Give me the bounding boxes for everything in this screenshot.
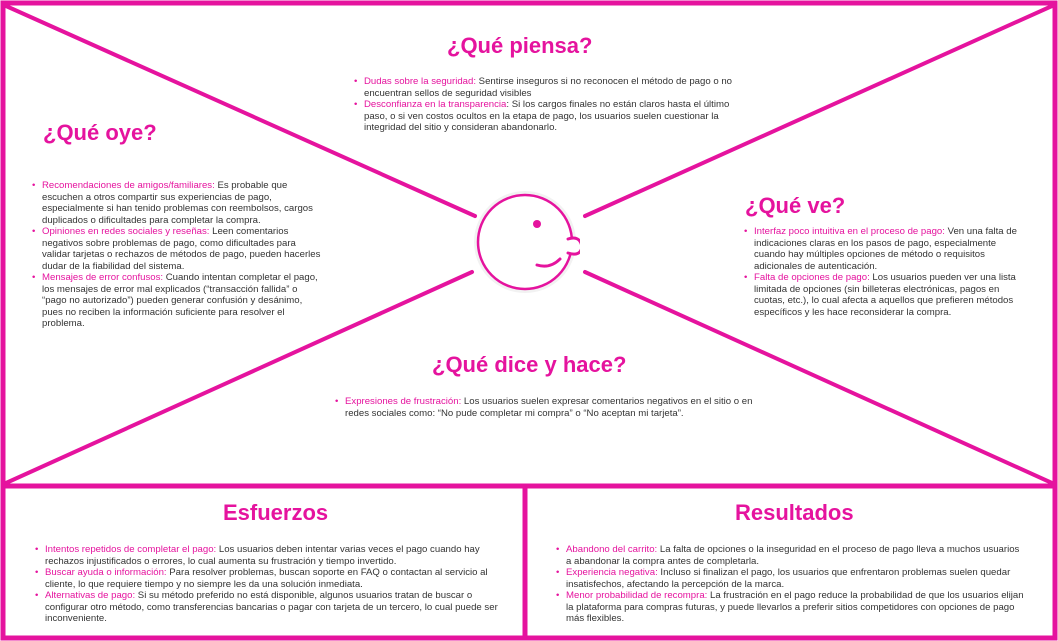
resultados-list: Abandono del carrito: La falta de opcion… (556, 544, 1026, 625)
diagonal-top-left (4, 4, 477, 218)
ve-list: Interfaz poco intuitiva en el proceso de… (744, 226, 1024, 318)
list-item: Dudas sobre la seguridad: Sentirse inseg… (354, 76, 744, 99)
list-item: Buscar ayuda o información: Para resolve… (35, 567, 510, 590)
section-title-esfuerzos: Esfuerzos (223, 500, 329, 525)
list-item: Intentos repetidos de completar el pago:… (35, 544, 510, 567)
list-item: Recomendaciones de amigos/familiares: Es… (32, 180, 322, 226)
diagonal-bottom-right (583, 270, 1054, 485)
list-item: Interfaz poco intuitiva en el proceso de… (744, 226, 1024, 272)
item-term: Intentos repetidos de completar el pago: (45, 544, 217, 555)
item-term: Falta de opciones de pago: (754, 272, 870, 283)
oye-list: Recomendaciones de amigos/familiares: Es… (32, 180, 322, 330)
item-text: Los usuarios suelen expresar comentarios… (345, 396, 753, 419)
quadrant-title-piensa: ¿Qué piensa? (447, 33, 593, 58)
item-text: Los usuarios deben intentar varias veces… (45, 544, 480, 567)
item-term: Expresiones de frustración: (345, 396, 462, 407)
list-item: Desconfianza en la transparencia: Si los… (354, 99, 744, 134)
section-title-resultados: Resultados (735, 500, 854, 525)
list-item: Expresiones de frustración: Los usuarios… (335, 396, 753, 419)
item-text: Los usuarios pueden ver una lista limita… (754, 272, 1016, 318)
item-term: Recomendaciones de amigos/familiares: (42, 180, 215, 191)
item-text: La frustración en el pago reduce la prob… (566, 590, 1024, 624)
smiling-face-icon (470, 187, 584, 297)
item-text: Cuando intentan completar el pago, los m… (42, 272, 318, 329)
diagonal-top-right (583, 4, 1054, 218)
item-term: Interfaz poco intuitiva en el proceso de… (754, 226, 945, 237)
item-text: Para resolver problemas, buscan soporte … (45, 567, 488, 590)
dice-list: Expresiones de frustración: Los usuarios… (335, 396, 753, 419)
item-term: Menor probabilidad de recompra: (566, 590, 708, 601)
item-text: Ven una falta de indicaciones claras en … (754, 226, 1017, 272)
item-term: Buscar ayuda o información: (45, 567, 167, 578)
item-term: Mensajes de error confusos: (42, 272, 164, 283)
quadrant-title-dice-y-hace: ¿Qué dice y hace? (432, 352, 627, 377)
diagonal-bottom-left (4, 270, 474, 485)
piensa-list: Dudas sobre la seguridad: Sentirse inseg… (354, 76, 744, 134)
item-term: Desconfianza en la transparencia (364, 99, 507, 110)
list-item: Mensajes de error confusos: Cuando inten… (32, 272, 322, 330)
quadrant-title-oye: ¿Qué oye? (43, 120, 157, 145)
item-text: Es probable que escuchen a otros compart… (42, 180, 313, 226)
list-item: Opiniones en redes sociales y reseñas: L… (32, 226, 322, 272)
item-text: Leen comentarios negativos sobre problem… (42, 226, 321, 272)
item-text: Sentirse inseguros si no reconocen el mé… (364, 76, 733, 99)
item-text: : Si los cargos finales no están claros … (364, 99, 730, 133)
item-term: Experiencia negativa: (566, 567, 658, 578)
item-term: Opiniones en redes sociales y reseñas: (42, 226, 210, 237)
item-term: Dudas sobre la seguridad: (364, 76, 476, 87)
list-item: Falta de opciones de pago: Los usuarios … (744, 272, 1024, 318)
quadrant-title-ve: ¿Qué ve? (745, 193, 846, 218)
item-text: Incluso si finalizan el pago, los usuari… (566, 567, 1011, 590)
list-item: Experiencia negativa: Incluso si finaliz… (556, 567, 1026, 590)
list-item: Abandono del carrito: La falta de opcion… (556, 544, 1026, 567)
esfuerzos-list: Intentos repetidos de completar el pago:… (35, 544, 510, 625)
list-item: Alternativas de pago: Si su método prefe… (35, 590, 510, 625)
item-text: Si su método preferido no está disponibl… (45, 590, 498, 624)
item-term: Alternativas de pago: (45, 590, 136, 601)
list-item: Menor probabilidad de recompra: La frust… (556, 590, 1026, 625)
item-term: Abandono del carrito: (566, 544, 658, 555)
item-text: La falta de opciones o la inseguridad en… (566, 544, 1020, 567)
